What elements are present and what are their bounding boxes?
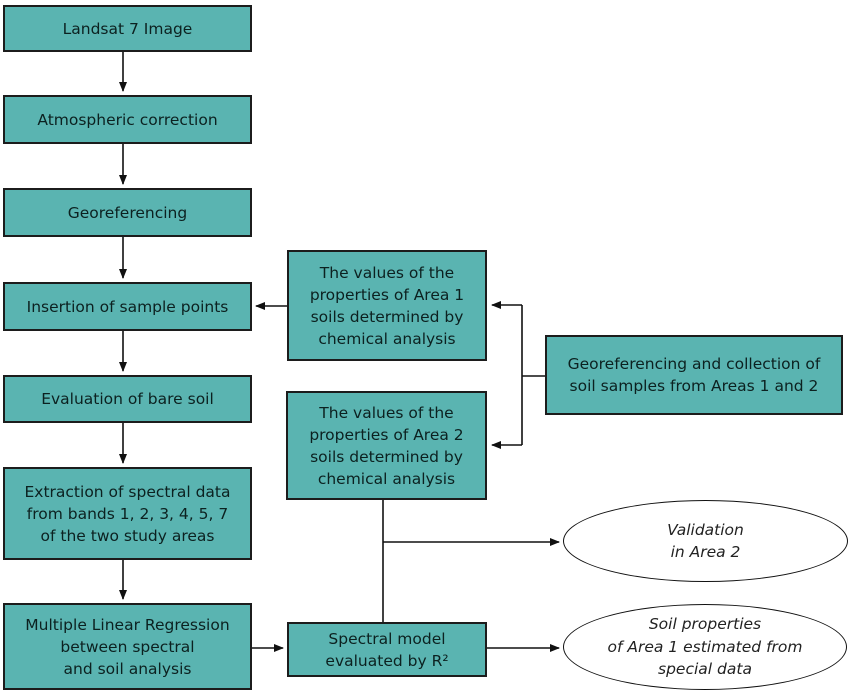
flow-box-landsat: Landsat 7 Image [3,5,252,52]
connector-collection-branch [521,305,545,445]
flow-ellipse-validation-area2: Validation in Area 2 [563,500,848,582]
flow-box-area2-values: The values of the properties of Area 2 s… [286,391,487,500]
flow-box-georeferencing: Georeferencing [3,188,252,237]
flow-box-extraction-spectral-data: Extraction of spectral data from bands 1… [3,467,252,560]
flow-box-insertion-sample-points: Insertion of sample points [3,282,252,331]
flow-box-atmospheric-correction: Atmospheric correction [3,95,252,144]
flow-box-spectral-model: Spectral model evaluated by R² [287,622,487,677]
flow-box-evaluation-bare-soil: Evaluation of bare soil [3,375,252,423]
flow-box-area1-values: The values of the properties of Area 1 s… [287,250,487,361]
flow-box-georeferencing-collection: Georeferencing and collection of soil sa… [545,335,843,415]
flow-ellipse-soil-properties: Soil properties of Area 1 estimated from… [563,604,847,690]
flow-box-multiple-linear-regression: Multiple Linear Regression between spect… [3,603,252,690]
